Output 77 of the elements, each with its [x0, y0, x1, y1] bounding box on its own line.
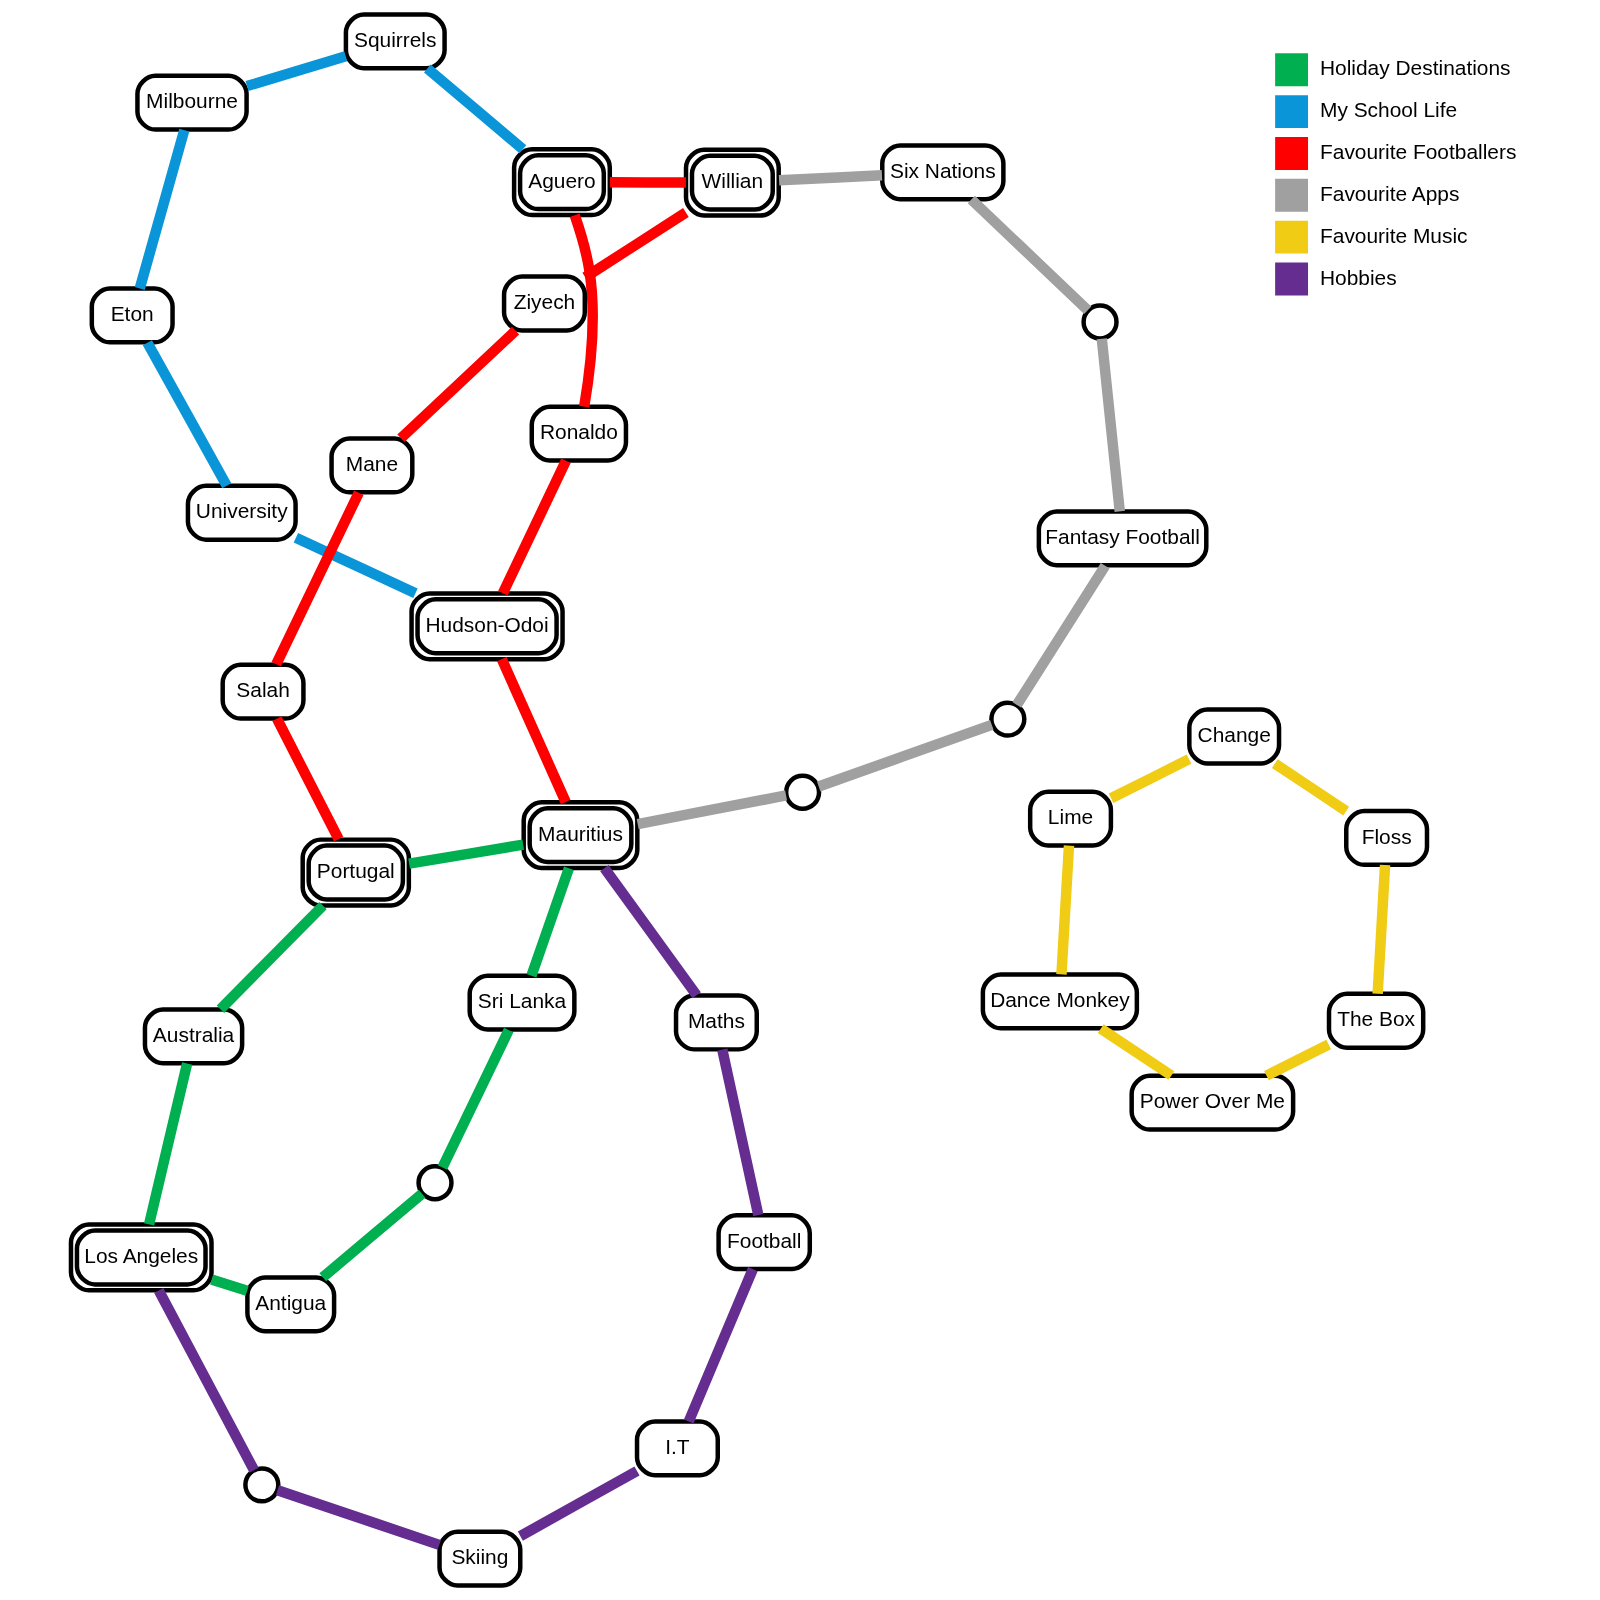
- node-box: Willian: [683, 147, 781, 218]
- node-box: Ronaldo: [529, 404, 628, 463]
- connector: [396, 326, 519, 443]
- legend-label: Favourite Apps: [1319, 181, 1459, 205]
- node-box: Six Nations: [879, 143, 1006, 202]
- node-box: Dance Monkey: [980, 972, 1139, 1031]
- connector: [778, 170, 882, 186]
- connector: [216, 902, 327, 1013]
- connector: [636, 790, 787, 830]
- connector: [967, 195, 1091, 315]
- node-box: Portugal: [299, 837, 411, 908]
- connector: [1011, 562, 1110, 708]
- node-box: Aguero: [511, 147, 612, 218]
- node-box: Change: [1186, 707, 1281, 766]
- node-box: I.T: [634, 1419, 720, 1478]
- connector: [293, 533, 418, 598]
- legend-label: Holiday Destinations: [1319, 56, 1511, 80]
- node-circle: [1080, 303, 1119, 341]
- node-box: Eton: [89, 286, 175, 345]
- connector: [209, 1274, 249, 1296]
- connector: [271, 490, 363, 667]
- legend-label: Hobbies: [1319, 265, 1397, 289]
- connector: [143, 1062, 192, 1226]
- legend-label: Favourite Music: [1319, 223, 1468, 247]
- connector: [1271, 759, 1349, 816]
- connector: [569, 213, 598, 408]
- connector: [683, 1267, 758, 1424]
- connector: [1055, 845, 1074, 975]
- connector: [318, 1189, 425, 1282]
- connector: [496, 657, 570, 805]
- node-box: Sri Lanka: [466, 973, 577, 1032]
- connector: [1263, 1039, 1331, 1081]
- node-box: University: [185, 483, 298, 542]
- node-box: Floss: [1343, 808, 1429, 868]
- connector: [517, 1466, 640, 1541]
- connector: [716, 1048, 763, 1217]
- node-circle: [415, 1164, 454, 1202]
- node-box: Skiing: [436, 1529, 522, 1588]
- node-box: Lime: [1027, 789, 1113, 848]
- node-box: Squirrels: [343, 12, 447, 71]
- node-box: Milbourne: [134, 73, 249, 132]
- node-box: Antigua: [244, 1275, 336, 1334]
- connector: [437, 1027, 513, 1170]
- legend-label: My School Life: [1319, 98, 1457, 122]
- connector: [1097, 1024, 1174, 1080]
- connector: [153, 1288, 259, 1473]
- connector: [142, 340, 231, 489]
- node-box: Maths: [673, 993, 759, 1052]
- connector: [1108, 754, 1191, 803]
- connector: [423, 64, 526, 154]
- node-box: Mauritius: [520, 799, 640, 871]
- connector: [599, 865, 701, 999]
- connector: [526, 866, 574, 978]
- connector: [245, 51, 347, 92]
- legend-label: Favourite Footballers: [1319, 139, 1516, 163]
- connector: [407, 839, 524, 869]
- connector: [271, 716, 343, 842]
- node-box: Hudson-Odoi: [408, 591, 565, 662]
- node-box: Fantasy Football: [1036, 509, 1209, 568]
- node-box: The Box: [1326, 991, 1425, 1050]
- connector: [1096, 338, 1125, 512]
- connector: [1371, 864, 1390, 995]
- node-circle: [242, 1466, 280, 1504]
- node-box: Ziyech: [501, 274, 587, 333]
- connector: [609, 177, 686, 188]
- node-box: Football: [715, 1213, 812, 1272]
- node-box: Power Over Me: [1128, 1073, 1295, 1132]
- connector: [816, 719, 994, 792]
- node-circle: [783, 773, 821, 811]
- node-box: Salah: [219, 662, 306, 721]
- node-box: Australia: [142, 1007, 244, 1066]
- connector: [497, 458, 571, 596]
- node-box: Mane: [328, 436, 415, 495]
- connector: [134, 128, 189, 290]
- node-box: Los Angeles: [68, 1222, 214, 1293]
- node-circle: [988, 700, 1027, 738]
- connector: [275, 1485, 441, 1550]
